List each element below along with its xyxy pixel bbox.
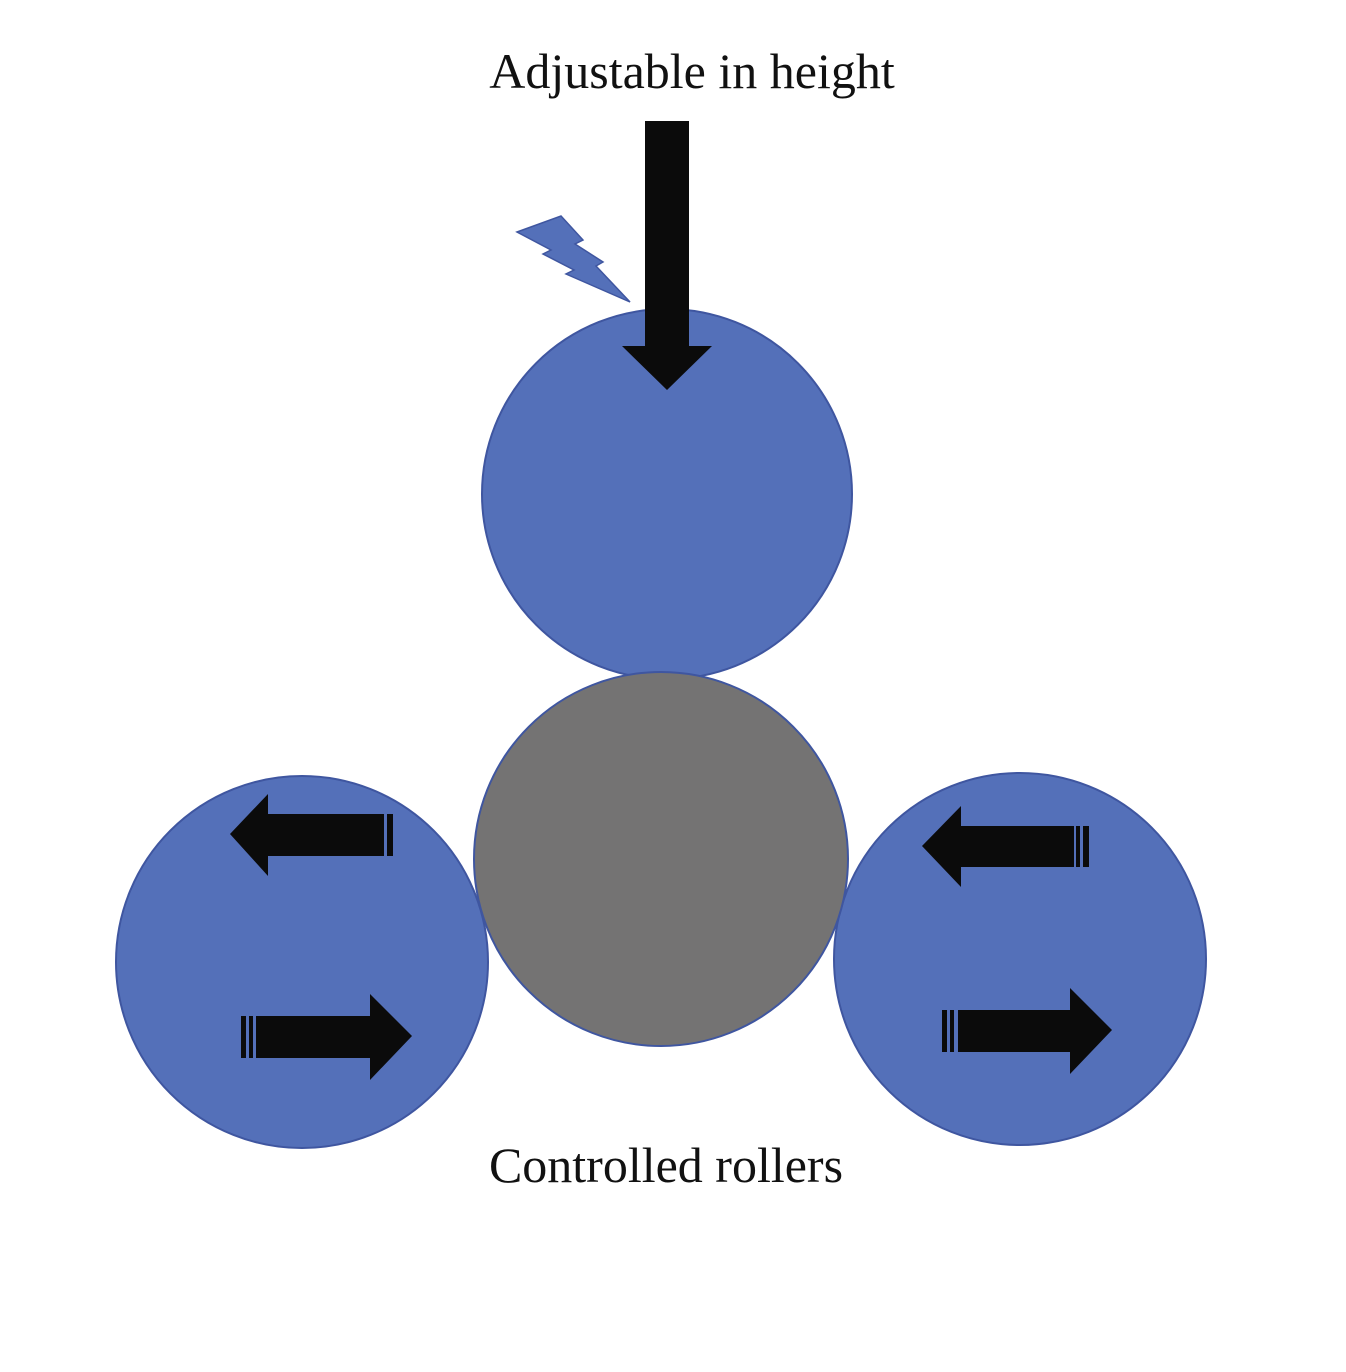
arrow-left-icon (922, 806, 1089, 887)
bottom-label: Controlled rollers (489, 1137, 843, 1193)
arrow-left-icon (230, 794, 393, 876)
right-roller (833, 772, 1207, 1146)
left-roller (115, 775, 489, 1149)
arrow-right-icon (942, 988, 1112, 1074)
top-label: Adjustable in height (489, 43, 895, 99)
arrow-down-icon (622, 121, 712, 390)
lightning-bolt-icon (515, 215, 631, 303)
workpiece (473, 671, 849, 1047)
arrow-right-icon (241, 994, 412, 1080)
